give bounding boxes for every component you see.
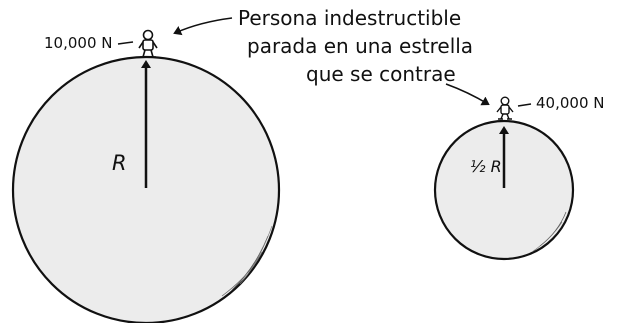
caption: Persona indestructible parada en una est… [238,6,473,86]
small-star: ½ R [433,119,575,261]
small-weight-label: 40,000 N [536,94,604,112]
large-radius-label: R [112,151,127,175]
person-small-icon [496,96,514,120]
caption-line-3: que se contrae [306,62,456,86]
caption-line-1: Persona indestructible [238,6,461,30]
large-weight-label: 10,000 N [44,34,112,52]
large-weight-pointer [117,41,134,45]
large-star-shading [239,225,273,285]
small-radius-label: ½ R [470,157,502,176]
caption-line-2: parada en una estrella [247,34,473,58]
caption-pointer-small [445,83,490,106]
caption-pointer-large [173,17,233,36]
large-star-shading [221,251,263,297]
small-star-circle [433,119,575,261]
small-star-shading [531,221,563,253]
small-weight-pointer [517,103,532,107]
large-star: R [11,55,281,323]
person-large-icon [138,29,158,58]
